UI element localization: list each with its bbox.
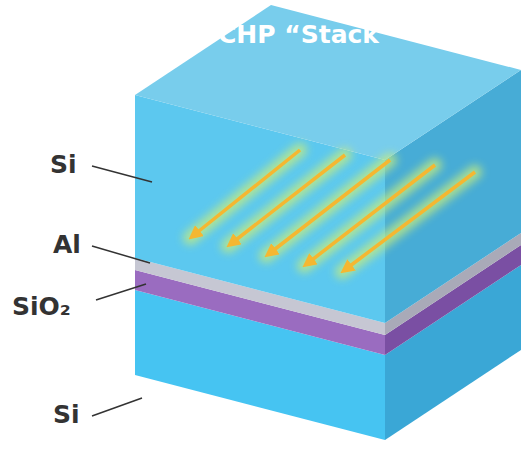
top-face: [135, 5, 521, 160]
leader-lines: [92, 166, 152, 416]
layer-name: Si: [53, 400, 80, 429]
current-arrows: [190, 150, 475, 272]
layer-name: Si: [50, 150, 77, 179]
layer-name: Al: [53, 230, 81, 259]
layer-name: SiO₂: [12, 292, 71, 321]
block-title: CHP “Stack”: [218, 20, 395, 49]
